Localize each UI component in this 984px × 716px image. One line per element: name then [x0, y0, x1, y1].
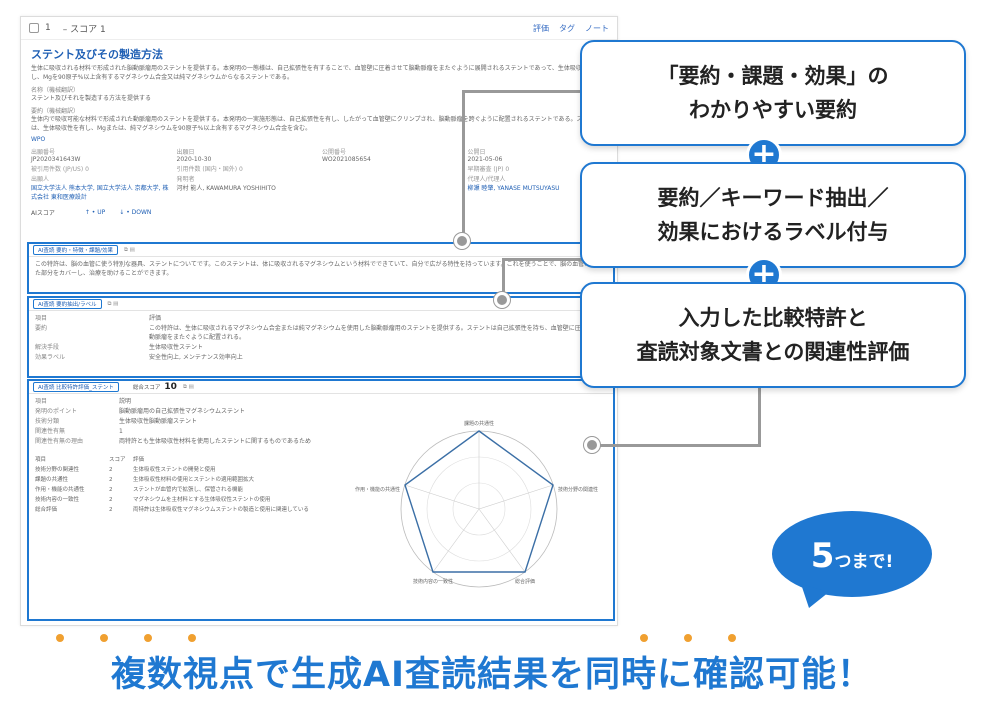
meta-item	[322, 164, 462, 173]
connector-line	[462, 90, 465, 240]
tag-button[interactable]: タグ	[559, 23, 575, 33]
ai-score-row: AIスコア ↑ • UP ↓ • DOWN	[21, 205, 617, 220]
ai-score-label: AIスコア	[31, 210, 55, 217]
comparison-table: 項目説明 発明のポイント脳動脈瘤用の自己拡張性マグネシウムステント 技術分類生体…	[35, 398, 311, 445]
radar-label: 作用・機能の共通性	[355, 486, 400, 493]
patent-abstract: 生体に吸収される材料で形成された脳動脈瘤用のステントを提供する。本発明の一態様は…	[31, 65, 600, 81]
callout-summary: 「要約・課題・効果」のわかりやすい要約	[580, 40, 966, 146]
machine-title: ステント及びそれを製造する方法を提供する	[31, 95, 152, 102]
wipo-badge: WPO	[31, 136, 46, 143]
radar-label: 技術内容の一致性	[413, 578, 453, 585]
record-number: 1	[45, 23, 51, 33]
connector-dot	[454, 233, 470, 249]
emphasis-dot	[100, 634, 108, 642]
bubble-number: 5	[810, 536, 835, 576]
meta-item: 引用件数 (国内・国外) 0	[176, 166, 243, 173]
patent-review-screenshot: 1 – スコア 1 評価 タグ ノート ステント及びその製造方法 生体に吸収され…	[20, 16, 618, 626]
connector-line	[758, 384, 761, 446]
copy-icon[interactable]: ⧉ ▤	[107, 300, 119, 307]
callout-relevance: 入力した比較特許と査読対象文書との関連性評価	[580, 282, 966, 388]
ai-down-button[interactable]: ↓ • DOWN	[119, 209, 152, 216]
connector-line	[462, 90, 582, 93]
emphasis-dot	[728, 634, 736, 642]
panel-tab[interactable]: AI査読 比較特許評価_ステント	[33, 382, 119, 392]
emphasis-dot	[684, 634, 692, 642]
total-score-value: 10	[164, 382, 177, 392]
radar-chart: 課題の共通性 技術分野の関連性 総合評価 技術内容の一致性 作用・機能の共通性	[355, 420, 598, 588]
total-score-label: 総合スコア	[132, 385, 161, 391]
connector-line	[502, 258, 582, 261]
record-topbar: 1 – スコア 1 評価 タグ ノート	[21, 17, 617, 40]
headline: 複数視点で生成AI査読結果を同時に確認可能！	[110, 655, 874, 695]
machine-title-label: 名称（機械翻訳）	[31, 87, 80, 94]
ai-summary-panel: AI査読 要約・特徴・課題/効果 ⧉ ▤ この特許は、脳の血管に使う特別な器具、ス…	[27, 242, 615, 294]
connector-line	[502, 258, 505, 300]
ai-extraction-panel: AI査読 要約抽出/ラベル ⧉ ▤ 項目評価 要約この特許は、生体に吸収されるマグ…	[27, 296, 615, 378]
score-label: – スコア 1	[62, 24, 106, 35]
radar-label: 総合評価	[515, 578, 535, 585]
record-checkbox[interactable]	[29, 23, 39, 33]
ai-up-button[interactable]: ↑ • UP	[84, 209, 106, 216]
panel-tab[interactable]: AI査読 要約・特徴・課題/効果	[33, 245, 118, 255]
callout-keyword: 要約／キーワード抽出／効果におけるラベル付与	[580, 162, 966, 268]
panel-tab[interactable]: AI査読 要約抽出/ラベル	[33, 299, 102, 309]
connector-dot	[584, 437, 600, 453]
evaluate-button[interactable]: 評価	[533, 23, 549, 33]
meta-item: 出願人国立大学法人 熊本大学, 国立大学法人 京都大学, 株式会社 東和医療設計	[31, 176, 169, 201]
machine-abstract-label: 要約（機械翻訳）	[31, 108, 80, 115]
patent-title[interactable]: ステント及びその製造方法	[31, 48, 163, 61]
meta-item: 早期審査 (JP) 0	[467, 166, 510, 173]
bubble-text: つまで!	[834, 552, 894, 572]
connector-line	[595, 444, 761, 447]
meta-item	[322, 174, 462, 201]
radar-label: 技術分野の関連性	[558, 486, 598, 493]
copy-icon[interactable]: ⧉ ▤	[124, 246, 135, 253]
meta-item: 発明者河村 能人, KAWAMURA YOSHIHITO	[176, 176, 276, 192]
speech-bubble: 5つまで!	[771, 510, 933, 610]
machine-abstract: 生体内で吸収可能な材料で形成された動脈瘤用のステントを提供する。本発明の一実施形…	[31, 116, 601, 132]
radar-label: 課題の共通性	[464, 420, 494, 427]
connector-dot	[494, 292, 510, 308]
extraction-table: 項目評価 要約この特許は、生体に吸収されるマグネシウム合金または純マグネシウムを…	[35, 315, 605, 361]
copy-icon[interactable]: ⧉ ▤	[182, 383, 194, 390]
meta-item: 被引用件数 (JP/US) 0	[31, 166, 89, 173]
note-button[interactable]: ノート	[585, 23, 609, 33]
emphasis-dot	[188, 634, 196, 642]
emphasis-dot	[144, 634, 152, 642]
emphasis-dot	[56, 634, 64, 642]
meta-item: 代理人/代理人柳瀬 睦肇, YANASE MUTSUYASU	[467, 176, 560, 192]
emphasis-dot	[640, 634, 648, 642]
ai-summary-text: この特許は、脳の血管に使う特別な器具、ステントについてです。このステントは、体に…	[35, 261, 603, 277]
